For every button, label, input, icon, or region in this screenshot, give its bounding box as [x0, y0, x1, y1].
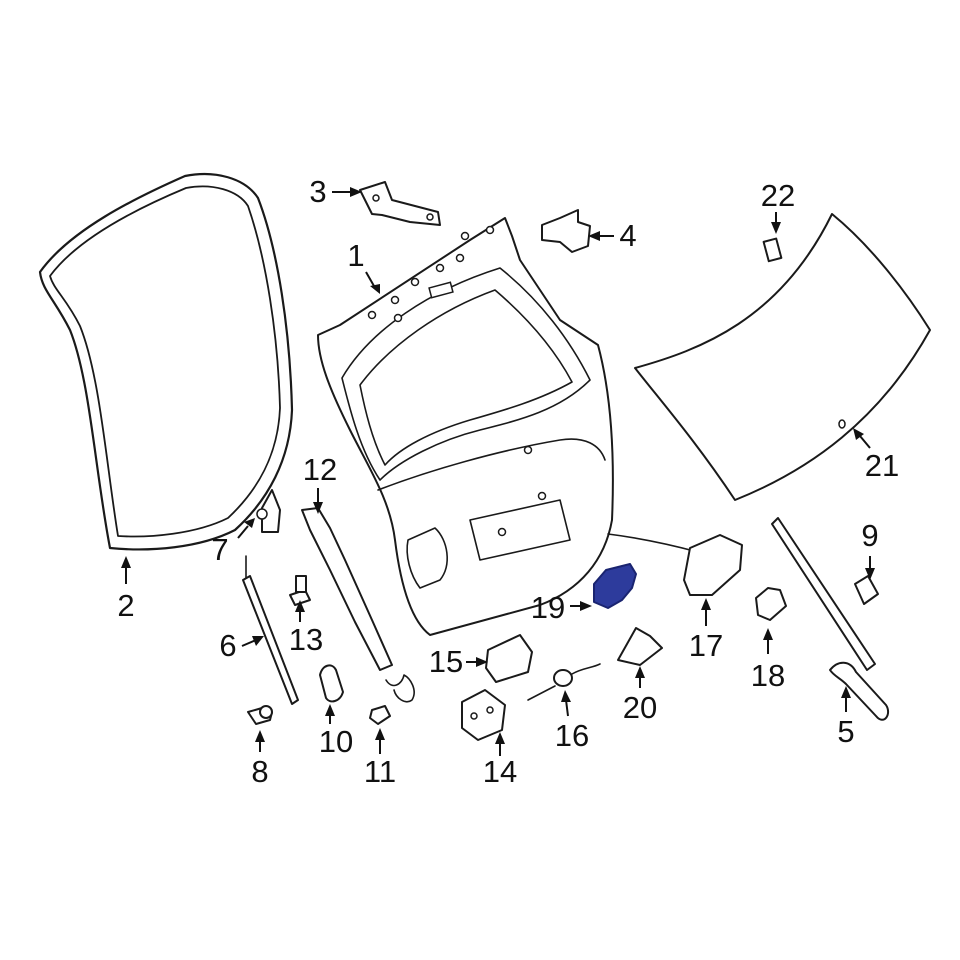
callout-2: 2 [117, 588, 134, 623]
part-15-switch[interactable] [485, 634, 533, 683]
callout-17: 17 [689, 628, 723, 663]
callout-3: 3 [309, 174, 326, 209]
callout-4: 4 [619, 218, 636, 253]
part-18-connector[interactable] [755, 587, 787, 621]
callout-8: 8 [251, 754, 268, 789]
callout-22: 22 [761, 178, 795, 213]
part-5-gas-strut[interactable] [771, 517, 890, 721]
part-20-handle-cover[interactable] [617, 627, 663, 666]
part-11-nut[interactable] [369, 705, 391, 725]
callout-10: 10 [319, 724, 353, 759]
callout-20: 20 [623, 690, 657, 725]
part-16-cable[interactable] [527, 663, 601, 701]
part-13-bolt[interactable] [289, 575, 311, 606]
callout-21: 21 [865, 448, 899, 483]
callout-16: 16 [555, 718, 589, 753]
callout-9: 9 [861, 518, 878, 553]
leader-lines [121, 187, 875, 756]
callout-labels: 1 2 3 4 5 6 7 8 9 10 11 12 13 14 15 16 1… [117, 174, 899, 789]
part-6-strut[interactable] [242, 555, 299, 705]
callout-5: 5 [837, 714, 854, 749]
part-14-latch[interactable] [461, 689, 506, 741]
part-21-rear-glass[interactable] [634, 213, 931, 501]
callout-1: 1 [347, 238, 364, 273]
part-3-hinge[interactable] [359, 181, 441, 226]
callout-15: 15 [429, 644, 463, 679]
callout-19: 19 [531, 590, 565, 625]
callout-6: 6 [219, 628, 236, 663]
callout-11: 11 [364, 754, 396, 789]
callout-13: 13 [289, 622, 323, 657]
part-7-bumper[interactable] [256, 489, 281, 533]
callout-14: 14 [483, 754, 517, 789]
part-4-bracket[interactable] [541, 209, 591, 253]
callout-7: 7 [211, 532, 228, 567]
callout-18: 18 [751, 658, 785, 693]
part-17-actuator[interactable] [607, 533, 743, 596]
part-2-weatherstrip[interactable] [38, 172, 294, 551]
part-22-clip[interactable] [762, 237, 783, 263]
part-1-liftgate[interactable] [317, 217, 614, 636]
part-12-wiper-arm[interactable] [301, 507, 415, 703]
part-8-ball-stud[interactable] [247, 705, 273, 725]
part-10-cover-cap[interactable] [319, 664, 344, 703]
part-9-cap[interactable] [854, 575, 879, 605]
callout-12: 12 [303, 452, 337, 487]
part-19-module[interactable] [593, 563, 637, 609]
